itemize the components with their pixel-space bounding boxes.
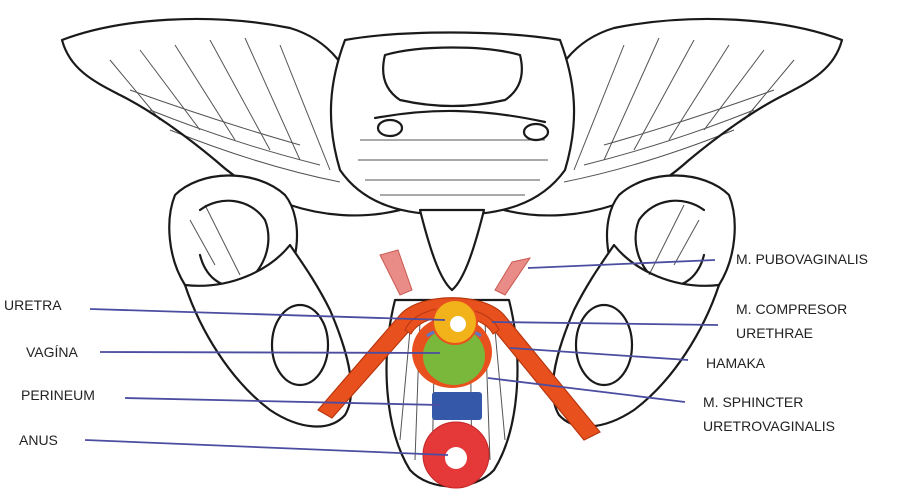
label-hamaka: HAMAKA: [706, 355, 766, 371]
sacral-foramen-left: [378, 120, 402, 136]
label-anus: ANUS: [19, 432, 58, 448]
label-compresor-line2: URETHRAE: [736, 325, 813, 341]
leader-vagina: [100, 352, 440, 353]
label-compresor-line1: M. COMPRESOR: [736, 301, 847, 317]
label-sphincter-line1: M. SPHINCTER: [703, 394, 803, 410]
pubovaginalis-left: [380, 250, 412, 295]
label-sphincter-line2: URETROVAGINALIS: [703, 418, 835, 434]
anus-lumen: [445, 447, 467, 469]
coccyx: [420, 210, 484, 290]
perineum-body: [432, 392, 482, 420]
label-perineum: PERINEUM: [21, 387, 95, 403]
sacral-foramen-right: [524, 124, 548, 140]
pubovaginalis-right: [495, 258, 530, 295]
right-obturator-foramen: [576, 305, 632, 385]
sacral-promontory: [383, 48, 522, 107]
urethra-lumen: [450, 316, 466, 332]
label-pubovaginalis: M. PUBOVAGINALIS: [736, 251, 868, 267]
label-vagina: VAGÍNA: [26, 344, 79, 360]
leader-anus: [85, 440, 448, 455]
label-uretra: URETRA: [4, 297, 62, 313]
